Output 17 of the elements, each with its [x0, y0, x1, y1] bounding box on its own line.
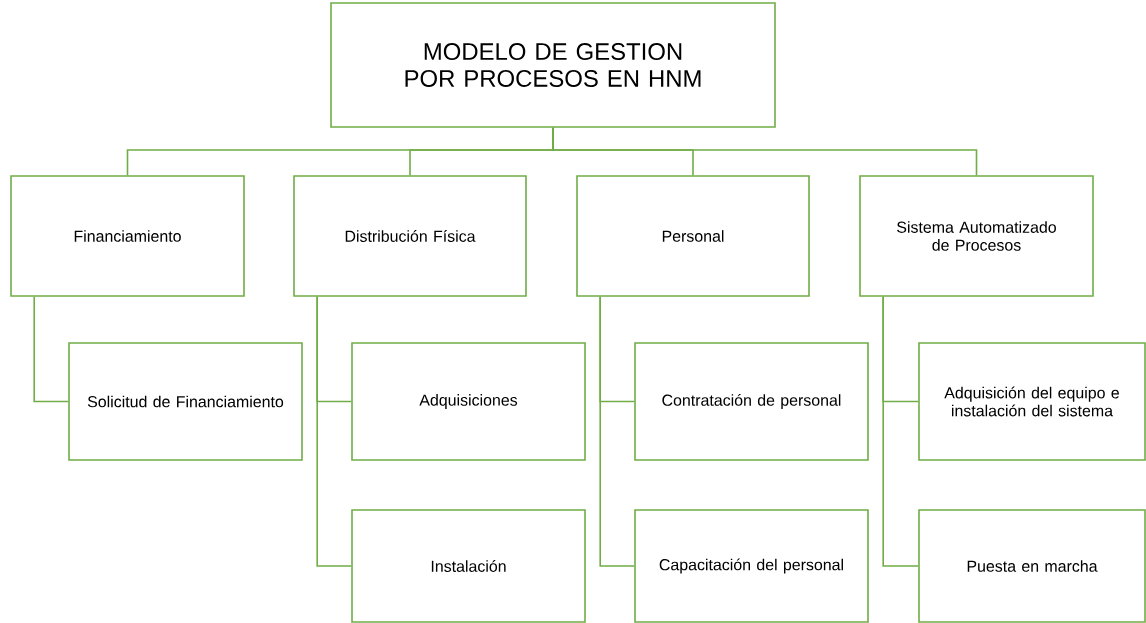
process-box: Solicitud de Financiamiento: [68, 342, 303, 461]
category-box: Financiamiento: [10, 175, 245, 297]
process-box: Capacitación del personal: [634, 509, 869, 623]
process-box: Puesta en marcha: [918, 509, 1146, 623]
category-box: Sistema Automatizado de Procesos: [859, 175, 1094, 297]
connector-line: [316, 296, 352, 567]
process-box: Adquisiciones: [351, 342, 586, 461]
connector-line: [599, 296, 635, 567]
category-box: Distribución Física: [293, 175, 527, 297]
connector-line: [33, 296, 69, 403]
connector-line: [882, 296, 919, 567]
connector-line: [552, 127, 978, 176]
process-box: Instalación: [351, 509, 586, 623]
process-box: Adquisición del equipo e instalación del sistema: [918, 342, 1146, 461]
process-box: Contratación de personal: [634, 342, 869, 461]
title-box: MODELO DE GESTION POR PROCESOS EN HNM: [330, 2, 776, 128]
category-box: Personal: [576, 175, 810, 297]
